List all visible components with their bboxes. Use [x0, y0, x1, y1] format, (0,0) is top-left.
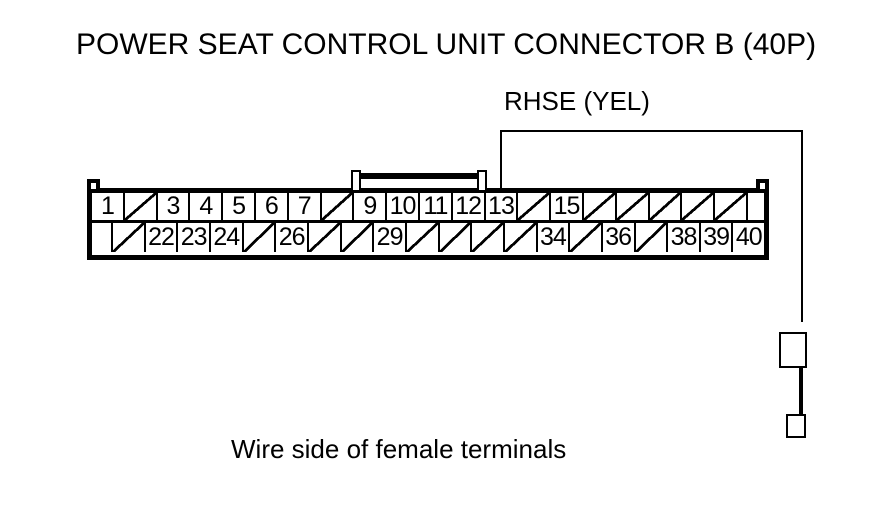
pin-cell-35-unused: [570, 223, 603, 252]
housing-filler: [748, 193, 764, 220]
latch-post-right: [477, 170, 487, 190]
wire-signal-label: RHSE (YEL): [504, 86, 650, 116]
pin-cell-26: 26: [276, 223, 309, 252]
pin-cell-16-unused: [583, 193, 617, 220]
pin-cell-6: 6: [256, 193, 289, 220]
pin-cell-37-unused: [635, 223, 669, 252]
housing-notch-left: [87, 179, 100, 189]
pin-cell-17-unused: [616, 193, 650, 220]
pin-cell-7: 7: [289, 193, 322, 220]
pin-cell-9: 9: [354, 193, 388, 220]
pin-cell-10: 10: [387, 193, 420, 220]
pin-cell-8-unused: [321, 193, 355, 220]
pin-cell-39: 39: [701, 223, 734, 252]
caption: Wire side of female terminals: [231, 434, 567, 464]
housing-notch-right: [756, 179, 769, 189]
pin-cell-14-unused: [518, 193, 552, 220]
terminal-box-small: [786, 414, 806, 438]
pin-cell-4: 4: [190, 193, 224, 220]
pin-cell-40: 40: [735, 223, 763, 251]
pin-cell-32-unused: [472, 223, 505, 252]
terminal-box-large: [779, 332, 807, 368]
pin-cell-1: 1: [92, 193, 125, 220]
pin-cell-38: 38: [668, 223, 701, 252]
pin-cell-25-unused: [243, 223, 277, 252]
pin-cell-30-unused: [406, 223, 440, 252]
wire-line-vertical-right: [801, 130, 803, 322]
pin-cell-36: 36: [603, 223, 636, 252]
pin-cell-27-unused: [308, 223, 342, 252]
pin-cell-12: 12: [453, 193, 486, 220]
latch-post-left: [351, 170, 361, 190]
pin-cell-22: 22: [146, 223, 179, 252]
pin-cell-5: 5: [223, 193, 256, 220]
pin-cell-3: 3: [158, 193, 191, 220]
pin-cell-13: 13: [486, 193, 519, 220]
pin-cell-11: 11: [420, 193, 453, 220]
pin-cell-15: 15: [551, 193, 584, 220]
pin-cell-24: 24: [211, 223, 244, 252]
pin-cell-33-unused: [504, 223, 538, 252]
wire-line-horizontal: [500, 130, 803, 132]
pin-cell-2-unused: [124, 193, 158, 220]
pin-cell-19-unused: [682, 193, 716, 220]
pin-cell-29: 29: [374, 223, 407, 252]
latch-bar: [359, 173, 479, 179]
pin-cell-23: 23: [178, 223, 211, 252]
pin-cell-34: 34: [538, 223, 571, 252]
pin-cell-18-unused: [649, 193, 683, 220]
pin-cell-20-unused: [715, 193, 748, 220]
pin-cell-21-unused: [113, 223, 146, 252]
wire-line-vertical-from-pin13: [500, 130, 502, 192]
pin-cell-28-unused: [341, 223, 375, 252]
wire-line-thick: [799, 368, 803, 416]
housing-filler: [92, 223, 113, 252]
page-title: POWER SEAT CONTROL UNIT CONNECTOR B (40P…: [76, 28, 817, 61]
pin-cell-31-unused: [439, 223, 473, 252]
